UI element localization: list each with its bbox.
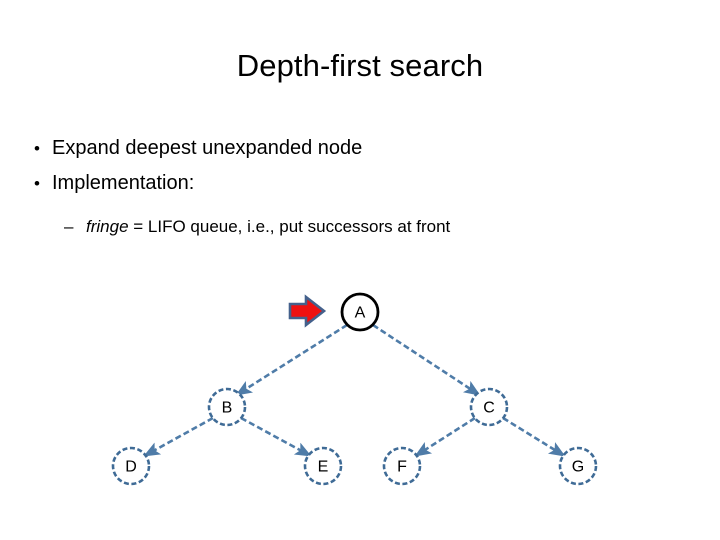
node-f[interactable]: F [382, 446, 422, 486]
node-c-circle[interactable] [469, 387, 509, 427]
fringe-term: fringe [86, 217, 129, 236]
edge-a-c [372, 323, 481, 396]
edge-b-e [240, 416, 312, 457]
list-item: • Expand deepest unexpanded node [28, 131, 692, 166]
node-d-label: D [125, 459, 137, 476]
page-title: Depth-first search [236, 48, 484, 83]
node-a-label: A [355, 305, 366, 322]
node-b-circle[interactable] [207, 387, 247, 427]
sub-list-item: – fringe = LIFO queue, i.e., put success… [28, 212, 692, 242]
node-a-circle[interactable] [340, 292, 380, 332]
node-e-circle[interactable] [303, 446, 343, 486]
bullet-text: Implementation: [52, 172, 195, 194]
edge-c-f [414, 416, 476, 457]
current-node-pointer [288, 294, 327, 328]
node-c[interactable]: C [469, 387, 509, 427]
tree-nodes: A B C D E [111, 292, 598, 486]
sub-bullet-text: fringe = LIFO queue, i.e., put successor… [86, 212, 450, 242]
dash-marker-icon: – [64, 217, 74, 236]
node-g-circle[interactable] [558, 446, 598, 486]
node-f-circle[interactable] [382, 446, 422, 486]
node-g-label: G [572, 459, 584, 476]
red-right-arrow-icon [288, 294, 327, 328]
node-c-label: C [483, 400, 495, 417]
bullet-text: Expand deepest unexpanded node [52, 137, 363, 159]
bullet-marker-icon: • [34, 139, 40, 158]
edge-b-d [143, 416, 214, 457]
bullet-marker-icon: • [34, 174, 40, 193]
node-e-label: E [318, 459, 329, 476]
node-g[interactable]: G [558, 446, 598, 486]
bullet-list: • Expand deepest unexpanded node • Imple… [28, 131, 692, 242]
node-f-label: F [397, 459, 407, 476]
node-b[interactable]: B [207, 387, 247, 427]
node-d[interactable]: D [111, 446, 151, 486]
node-d-circle[interactable] [111, 446, 151, 486]
node-a[interactable]: A [340, 292, 380, 332]
list-item: • Implementation: [28, 166, 692, 201]
edge-a-b [235, 323, 348, 396]
tree-edges [143, 323, 566, 457]
sub-bullet-rest: = LIFO queue, i.e., put successors at fr… [128, 217, 451, 236]
edge-c-g [502, 416, 566, 457]
node-b-label: B [222, 400, 233, 417]
node-e[interactable]: E [303, 446, 343, 486]
